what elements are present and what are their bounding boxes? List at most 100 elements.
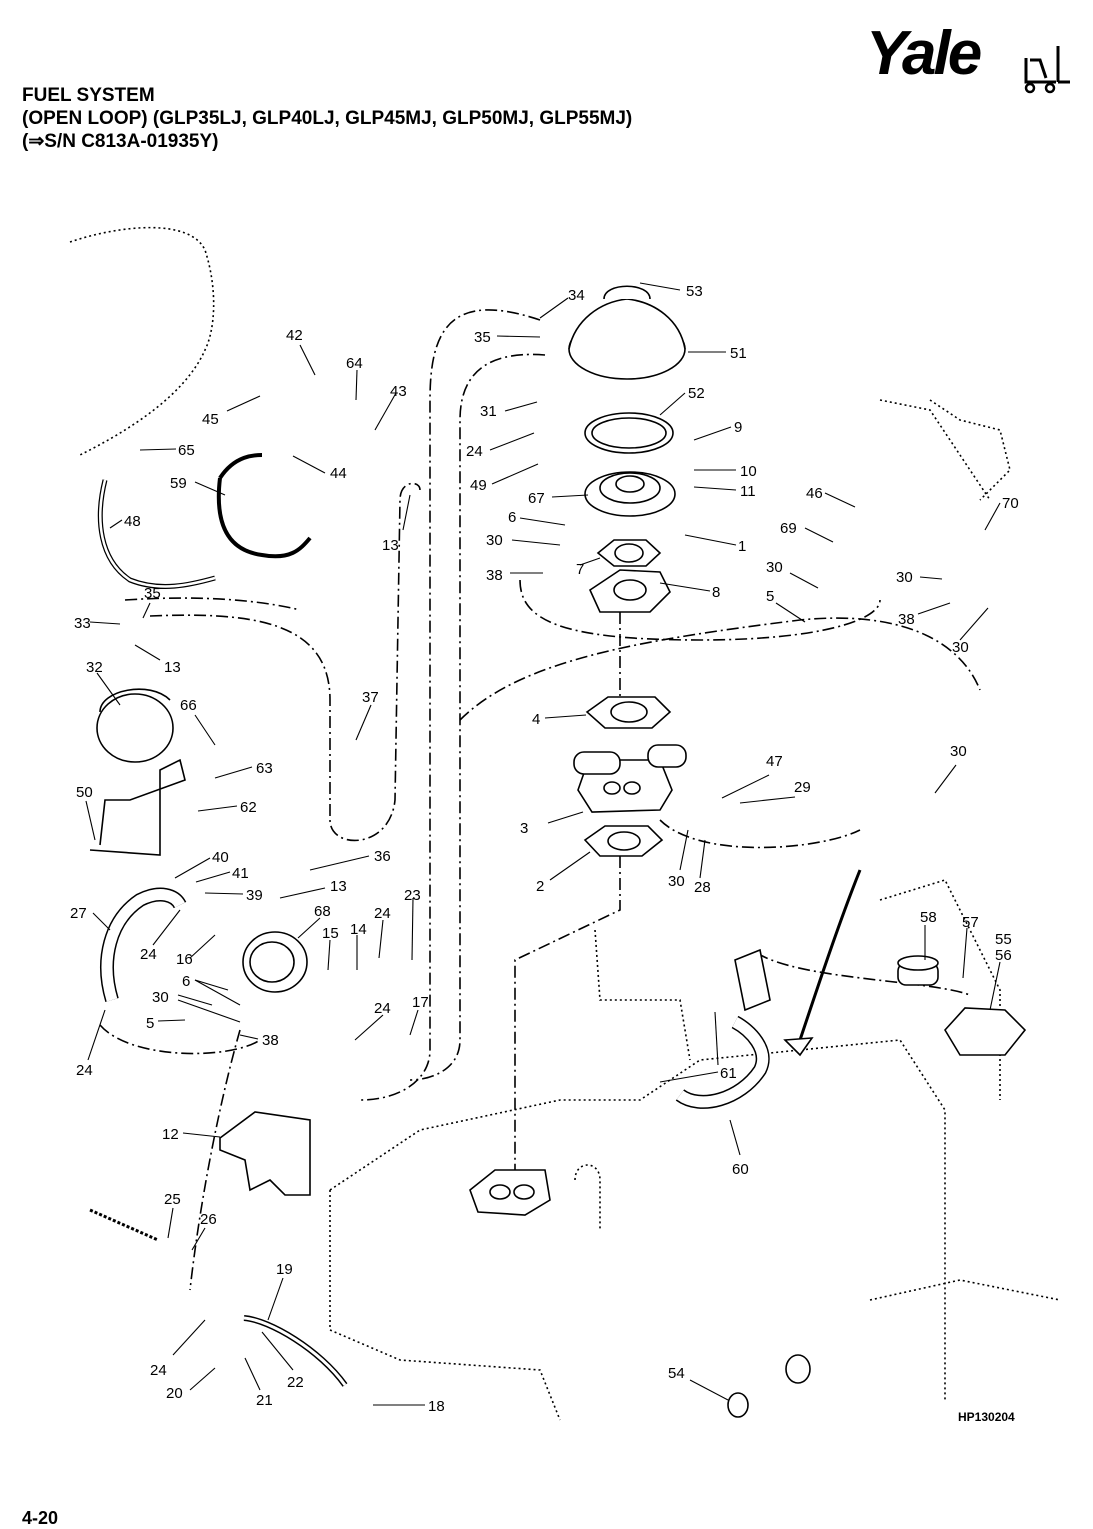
diagram-artwork <box>69 226 1061 1421</box>
callout-label: 1 <box>738 538 746 555</box>
callout-label: 12 <box>162 1126 179 1143</box>
callout-label: 4 <box>532 711 540 728</box>
callout-label: 58 <box>920 909 937 926</box>
callout-label: 24 <box>140 946 157 963</box>
callout-label: 64 <box>346 355 363 372</box>
callout-label: 26 <box>200 1211 217 1228</box>
callout-label: 7 <box>576 561 584 578</box>
callout-label: 6 <box>182 973 190 990</box>
page-title: FUEL SYSTEM (OPEN LOOP) (GLP35LJ, GLP40L… <box>22 84 632 153</box>
callout-label: 31 <box>480 403 497 420</box>
callout-label: 39 <box>246 887 263 904</box>
callout-label: 9 <box>734 419 742 436</box>
callout-label: 69 <box>780 520 797 537</box>
callout-label: 24 <box>374 1000 391 1017</box>
callout-label: 11 <box>740 483 756 500</box>
callout-label: 38 <box>262 1032 279 1049</box>
callout-label: 17 <box>412 994 429 1011</box>
callout-label: 30 <box>952 639 969 656</box>
callout-label: 30 <box>668 873 685 890</box>
callout-label: 5 <box>146 1015 154 1032</box>
callout-label: 53 <box>686 283 703 300</box>
callout-label: 6 <box>508 509 516 526</box>
callout-label: 15 <box>322 925 339 942</box>
callout-label: 30 <box>486 532 503 549</box>
callout-label: 38 <box>898 611 915 628</box>
callout-label: 32 <box>86 659 103 676</box>
callout-label: 16 <box>176 951 193 968</box>
callout-label: 19 <box>276 1261 293 1278</box>
callout-label: 24 <box>76 1062 93 1079</box>
page-number: 4-20 <box>22 1508 59 1528</box>
callout-label: 30 <box>950 743 967 760</box>
callout-label: 13 <box>330 878 347 895</box>
callout-label: 29 <box>794 779 811 796</box>
callout-label: 27 <box>70 905 87 922</box>
callout-label: 44 <box>330 465 347 482</box>
callout-label: 62 <box>240 799 257 816</box>
callout-label: 46 <box>806 485 823 502</box>
callout-label: 34 <box>568 287 585 304</box>
callout-label: 13 <box>164 659 181 676</box>
callout-label: 20 <box>166 1385 183 1402</box>
callout-label: 67 <box>528 490 545 507</box>
callout-label: 48 <box>124 513 141 530</box>
callout-label: 30 <box>152 989 169 1006</box>
callout-label: 63 <box>256 760 273 777</box>
callout-label: 68 <box>314 903 331 920</box>
callout-label: 28 <box>694 879 711 896</box>
callout-label: 41 <box>232 865 249 882</box>
title-line-1: FUEL SYSTEM <box>22 85 155 106</box>
callout-label: 55 <box>995 931 1012 948</box>
callout-label: 18 <box>428 1398 445 1415</box>
callout-label: 56 <box>995 947 1012 964</box>
callout-label: 30 <box>896 569 913 586</box>
callout-label: 8 <box>712 584 720 601</box>
callout-label: 14 <box>350 921 367 938</box>
title-line-3: (⇒S/N C813A-01935Y) <box>22 131 219 152</box>
callout-label: 70 <box>1002 495 1019 512</box>
callout-label: 24 <box>374 905 391 922</box>
yale-logo: Yale <box>866 19 1070 102</box>
callout-label: 5 <box>766 588 774 605</box>
callout-label: 57 <box>962 914 979 931</box>
callout-label: 51 <box>730 345 747 362</box>
callout-label: 24 <box>466 443 483 460</box>
callout-label: 43 <box>390 383 407 400</box>
callout-leaders <box>85 282 1001 1406</box>
callout-label: 35 <box>474 329 491 346</box>
callout-label: 10 <box>740 463 757 480</box>
figure-id: HP130204 <box>958 1410 1015 1424</box>
callout-label: 45 <box>202 411 219 428</box>
callout-label: 25 <box>164 1191 181 1208</box>
callout-label: 59 <box>170 475 187 492</box>
callout-label: 22 <box>287 1374 304 1391</box>
callout-label: 60 <box>732 1161 749 1178</box>
callout-label: 2 <box>536 878 544 895</box>
callout-label: 38 <box>486 567 503 584</box>
callout-label: 21 <box>256 1392 273 1409</box>
callout-label: 54 <box>668 1365 685 1382</box>
title-line-2: (OPEN LOOP) (GLP35LJ, GLP40LJ, GLP45MJ, … <box>22 108 633 129</box>
forklift-logo-icon <box>1024 46 1070 94</box>
callout-label: 50 <box>76 784 93 801</box>
callout-label: 36 <box>374 848 391 865</box>
callout-label: 35 <box>144 585 161 602</box>
callout-label: 61 <box>720 1065 737 1082</box>
callout-label: 3 <box>520 820 528 837</box>
callout-label: 47 <box>766 753 783 770</box>
callout-label: 33 <box>74 615 91 632</box>
callout-label: 66 <box>180 697 197 714</box>
callout-label: 30 <box>766 559 783 576</box>
callout-label: 13 <box>382 537 399 554</box>
callout-label: 52 <box>688 385 705 402</box>
callout-label: 40 <box>212 849 229 866</box>
callout-label: 65 <box>178 442 195 459</box>
callout-label: 49 <box>470 477 487 494</box>
callout-label: 37 <box>362 689 379 706</box>
callout-label: 23 <box>404 887 421 904</box>
callout-label: 24 <box>150 1362 167 1379</box>
callout-label: 42 <box>286 327 303 344</box>
